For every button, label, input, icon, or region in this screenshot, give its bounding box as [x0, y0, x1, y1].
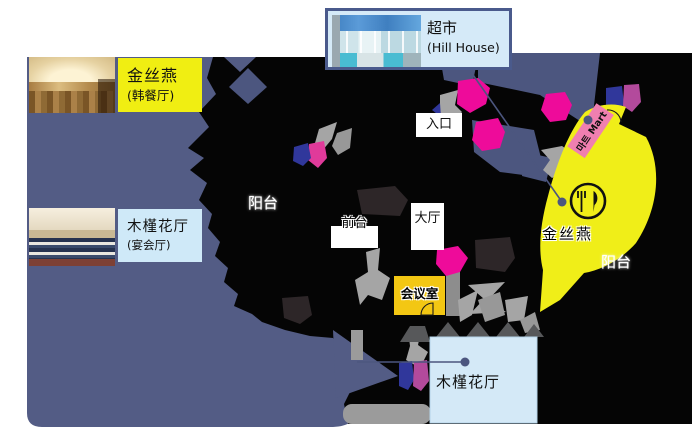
charcoal-region [357, 186, 408, 216]
decor-blob [355, 248, 390, 305]
korean-restaurant-photo [29, 57, 115, 113]
hibiscus-hall-room-label: 木槿花厅 [436, 373, 501, 391]
magenta-blob [623, 84, 641, 112]
leader-dot [583, 115, 593, 125]
decor-blob [478, 292, 505, 322]
decor-blob [505, 296, 528, 322]
magenta-blob [413, 360, 429, 391]
door-arc [420, 302, 434, 316]
hibiscus-hall-room [429, 336, 538, 424]
hibiscus-hall-subtitle: (宴会厅) [127, 237, 171, 252]
decor-pillar [351, 330, 363, 360]
blue-blob [399, 361, 414, 390]
balcony-left-label: 阳台 [248, 194, 279, 212]
navy-terrace-wedge [333, 330, 398, 398]
golden-swallow-legend: 金丝燕 (韩餐厅) [118, 58, 202, 112]
leader-line-supermarket [470, 71, 563, 203]
supermarket-legend: 超市 (Hill House) [325, 8, 512, 70]
blue-blob [293, 143, 311, 166]
decor-blob [458, 290, 478, 322]
walkway-bar [343, 404, 431, 424]
lobby-label: 大厅 [414, 211, 441, 226]
restaurant-icon [569, 182, 607, 220]
supermarket-subtitle: (Hill House) [427, 40, 500, 56]
charcoal-region [475, 237, 515, 272]
entrance-label: 入口 [425, 116, 452, 132]
front-desk-box [331, 226, 378, 248]
pink-blob [472, 118, 505, 151]
hibiscus-hall-legend: 木槿花厅 (宴会厅) [118, 209, 202, 262]
balcony-right-label: 阳台 [601, 253, 632, 271]
door-mark [400, 326, 430, 342]
charcoal-region [282, 296, 312, 324]
door-mark [466, 322, 490, 337]
navy-accent [229, 68, 267, 104]
door-mark [524, 324, 544, 337]
door-mark [436, 322, 460, 337]
front-desk-label: 前台 [341, 216, 368, 231]
supermarket-photo [332, 15, 421, 67]
decor-pillar [446, 272, 460, 316]
pink-blob [541, 92, 572, 122]
meeting-room-box [394, 276, 445, 315]
meeting-room-label: 会议室 [400, 286, 439, 301]
golden-swallow-subtitle: (韩餐厅) [127, 87, 175, 103]
lobby-box: 大厅 [411, 203, 444, 250]
door-arc [606, 109, 622, 123]
decor-blob [332, 128, 352, 155]
banquet-hall-photo [29, 208, 115, 266]
entrance-label-box: 入口 [416, 113, 462, 137]
golden-swallow-room-label: 金丝燕 [542, 225, 594, 243]
hibiscus-hall-title: 木槿花厅 [127, 219, 189, 236]
leader-dot [557, 197, 567, 207]
pink-blob [308, 141, 327, 168]
pink-blob [436, 246, 468, 276]
golden-swallow-area [540, 104, 657, 313]
supermarket-title: 超市 [427, 19, 458, 37]
door-mark [496, 322, 520, 337]
leader-dot [460, 357, 470, 367]
golden-swallow-title: 金丝燕 [127, 66, 179, 86]
